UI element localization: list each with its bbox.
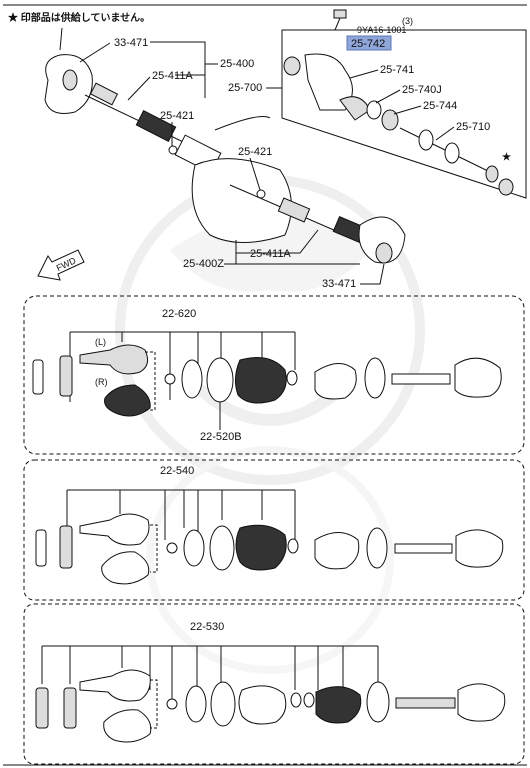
oil-seal-33471-right <box>375 242 393 264</box>
label-25-421-a: 25-421 <box>160 110 194 122</box>
clip-25421-a <box>168 145 178 155</box>
transmission-outline <box>191 158 292 243</box>
label-22-520B: 22-520B <box>200 431 242 443</box>
boot-22-520B <box>234 357 287 404</box>
outer-joint-3 <box>457 683 506 722</box>
label-25-421-b: 25-421 <box>238 146 272 158</box>
clip-25421-b <box>256 189 266 199</box>
outer-boot-1 <box>314 363 357 400</box>
inner-joint-3b <box>103 709 152 743</box>
right-mark: (R) <box>95 377 108 387</box>
inner-joint-right <box>104 384 151 417</box>
left-mark: (L) <box>95 337 106 347</box>
fwd-arrow-icon: FWD <box>37 249 85 281</box>
label-25-710: 25-710 <box>456 121 490 133</box>
boot-2 <box>235 524 287 571</box>
kit-panel-22-540 <box>23 459 525 601</box>
bearing-25-740J <box>366 100 382 120</box>
grease-tubes-2 <box>35 525 73 569</box>
inner-joint-left <box>79 344 149 375</box>
seal-ring-top <box>283 56 301 76</box>
inner-joint-2b <box>101 551 150 585</box>
label-bolt-qty: (3) <box>402 16 413 26</box>
label-25-411A-bottom: 25-411A <box>250 248 291 260</box>
inner-joint-3a <box>79 669 151 702</box>
boot-3b <box>315 686 362 724</box>
label-25-411A-top: 25-411A <box>152 70 193 82</box>
label-bolt-code: 9YA16-1001 <box>357 25 406 35</box>
outer-joint-1 <box>454 357 502 398</box>
kit-panel-22-620 <box>23 295 525 455</box>
intermediate-shaft-inset: 9YA16-1001 (3) 25-742 25-741 25-740J 25-… <box>281 9 527 199</box>
clip-ring-1 <box>164 373 176 385</box>
highlight-box-25-742[interactable] <box>346 35 392 51</box>
bracket-25-741 <box>304 53 353 111</box>
kit-panel-22-530 <box>23 603 525 765</box>
grease-tubes-3 <box>35 687 77 729</box>
oil-seal-33471-left <box>62 69 78 91</box>
shaft-1 <box>391 373 451 385</box>
shaft-3 <box>395 697 456 709</box>
label-22-620: 22-620 <box>162 308 196 320</box>
boot-3a <box>238 685 287 725</box>
inner-joint-2a <box>79 513 150 546</box>
label-25-400Z: 25-400Z <box>183 258 224 270</box>
label-25-700: 25-700 <box>228 82 262 94</box>
label-22-530: 22-530 <box>190 621 224 633</box>
starred-ring <box>498 178 514 196</box>
bolt-icon <box>333 9 347 31</box>
label-25-740J: 25-740J <box>402 84 442 96</box>
grease-tubes-1 <box>32 355 73 397</box>
left-drive-shaft <box>84 82 222 174</box>
right-wheel-hub <box>358 216 406 264</box>
label-25-742[interactable]: 25-742 <box>351 38 385 50</box>
snap-ring-1 <box>181 359 203 399</box>
band-1 <box>206 357 234 403</box>
left-wheel-hub <box>44 27 93 114</box>
label-25-741: 25-741 <box>380 64 414 76</box>
label-33-471-bottom: 33-471 <box>322 278 356 290</box>
unsupplied-parts-note: ★ 印部品は供給していません。 <box>8 11 150 24</box>
intermediate-shaft-hint <box>214 116 271 131</box>
outer-joint-2 <box>455 529 504 568</box>
label-22-540: 22-540 <box>160 465 194 477</box>
label-25-744: 25-744 <box>423 100 457 112</box>
ring-25-744 <box>381 109 399 131</box>
label-25-400: 25-400 <box>220 58 254 70</box>
label-33-471-top: 33-471 <box>114 37 148 49</box>
right-drive-shaft <box>229 184 406 264</box>
star-marker: ★ <box>502 152 511 163</box>
